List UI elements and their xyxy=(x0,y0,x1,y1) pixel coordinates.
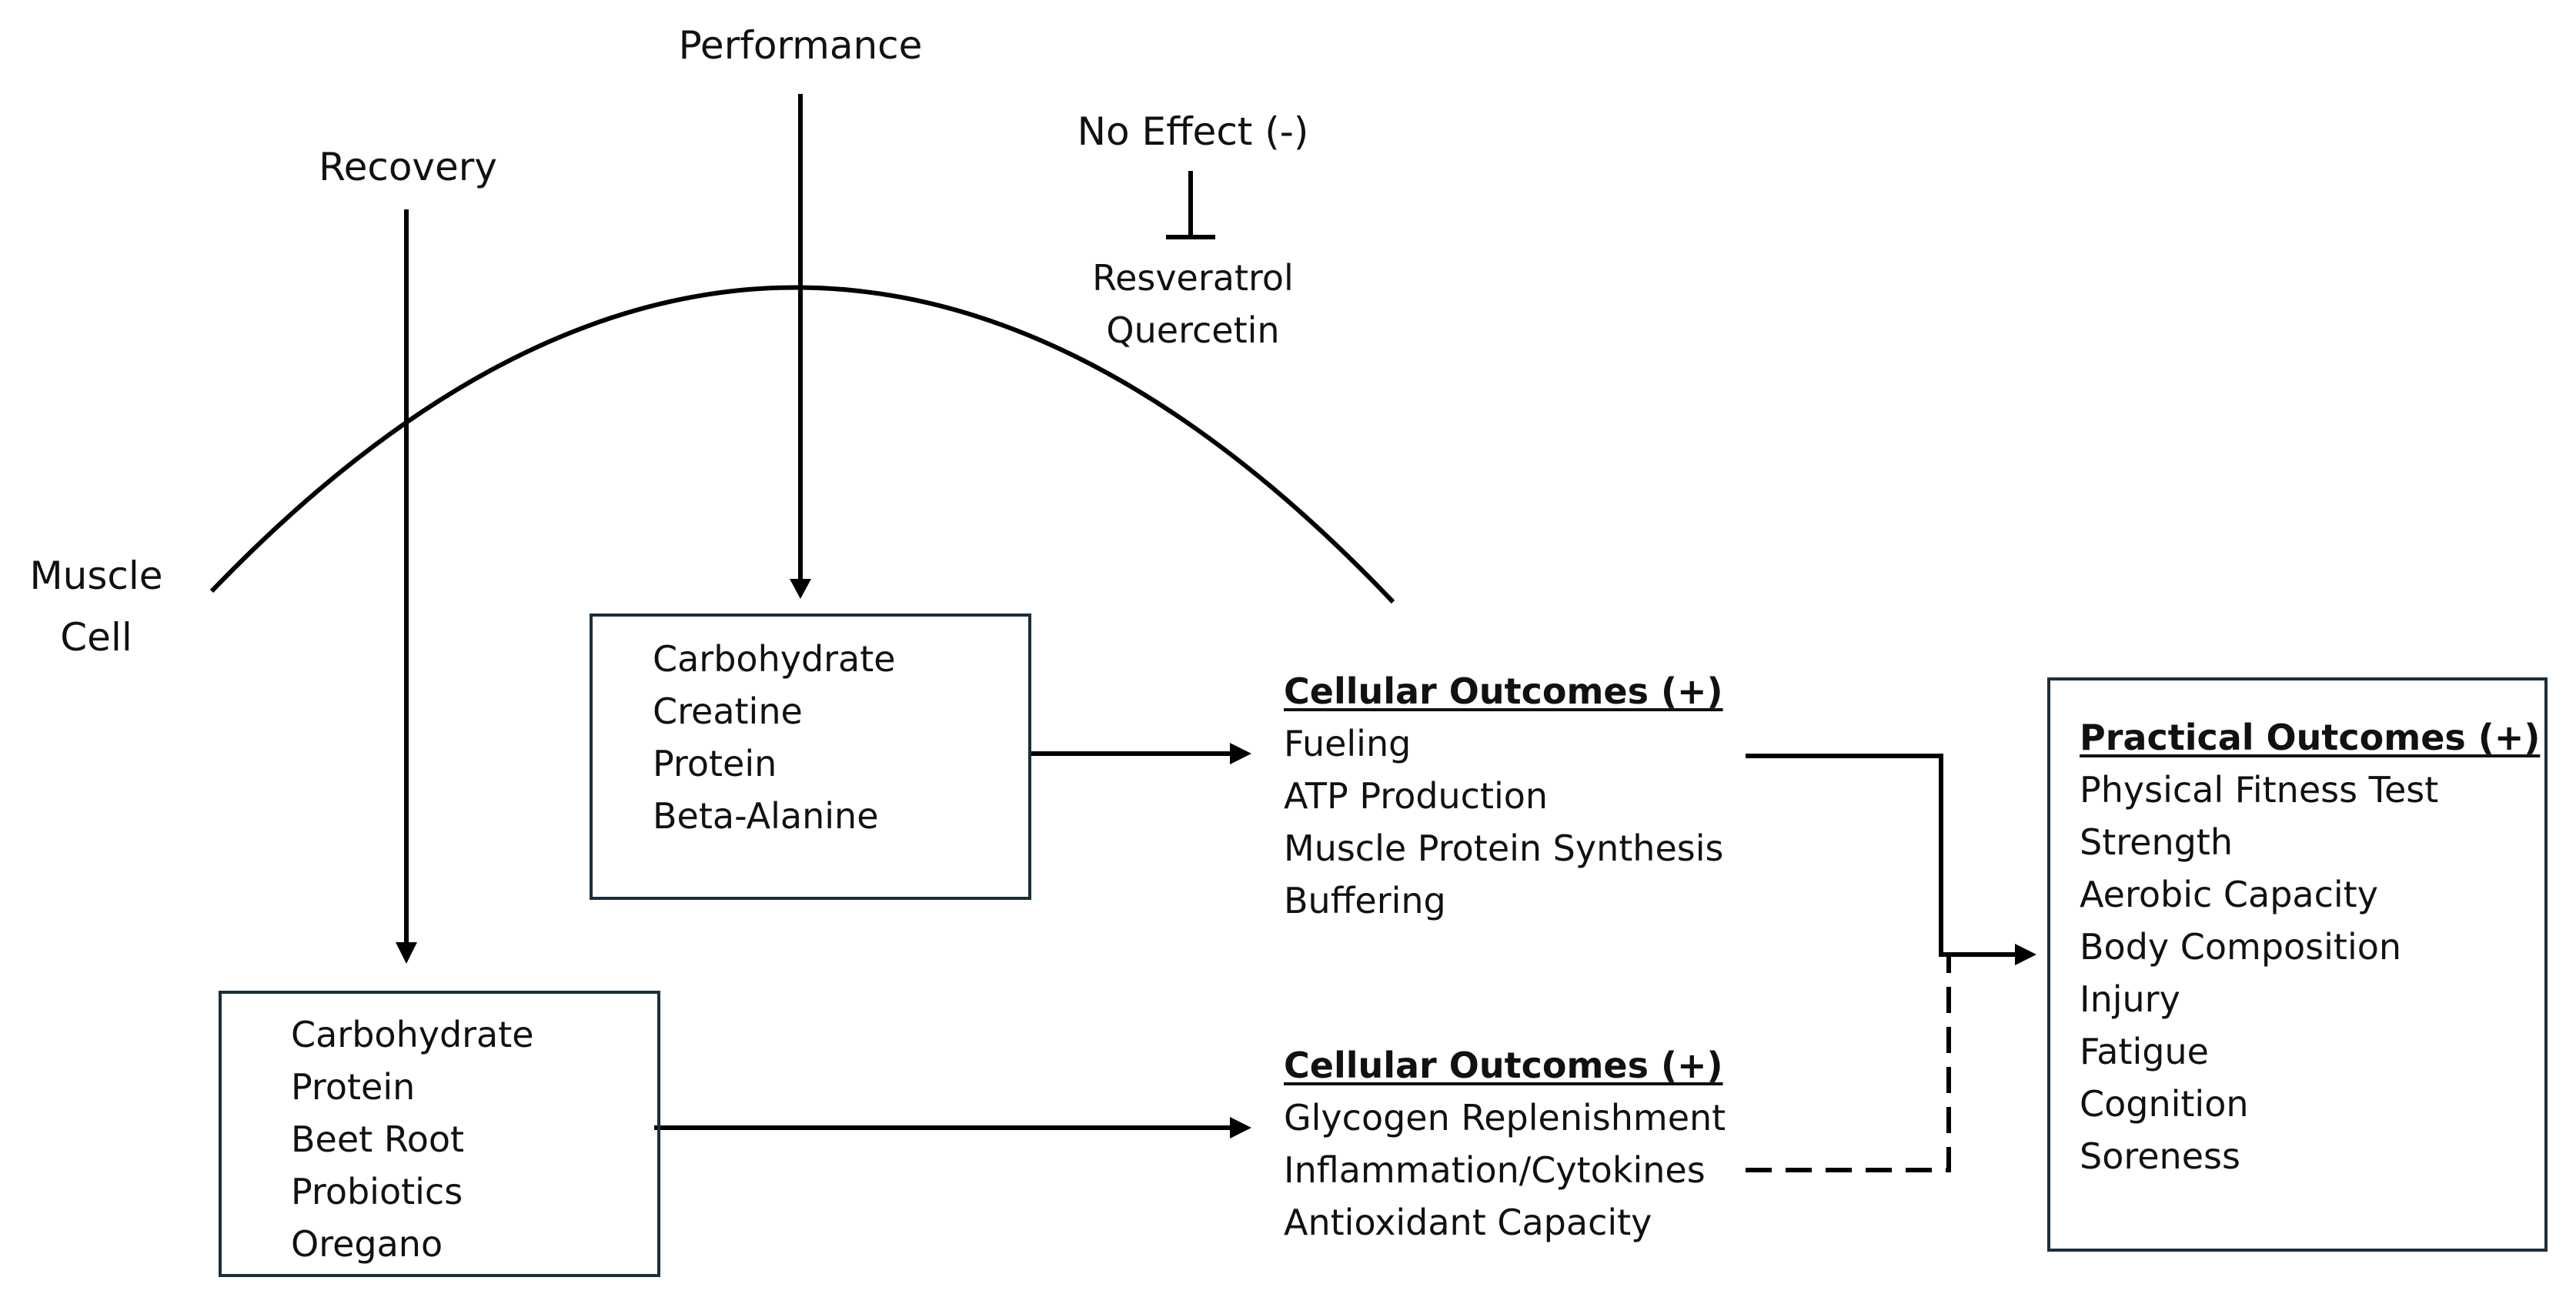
outcome-item: Inflammation/Cytokines xyxy=(1284,1149,1706,1191)
outcome-item: Physical Fitness Test xyxy=(2080,769,2439,811)
performance-arrow xyxy=(790,94,811,599)
practical-outcomes-box xyxy=(2047,677,2548,1252)
no-effect-label: No Effect (-) xyxy=(1077,109,1309,154)
recovery-supplements-box xyxy=(219,991,660,1277)
cellular-outcomes-recovery: Cellular Outcomes (+) Glycogen Replenish… xyxy=(1284,1039,1726,1249)
recovery-to-cellular-arrow xyxy=(654,1117,1251,1138)
outcome-item: Strength xyxy=(2080,821,2233,863)
performance-supplements-box xyxy=(590,614,1031,900)
outcome-item: Injury xyxy=(2080,978,2180,1020)
outcome-item: Body Composition xyxy=(2080,926,2402,968)
no-effect-item: Quercetin xyxy=(1106,309,1280,351)
no-effect-list: Resveratrol Quercetin xyxy=(1047,252,1339,357)
muscle-cell-label-line2: Cell xyxy=(60,615,132,660)
supplement-item: Beta-Alanine xyxy=(653,795,879,837)
outcome-item: Muscle Protein Synthesis xyxy=(1284,828,1724,869)
performance-label: Performance xyxy=(678,23,923,68)
supplement-item: Probiotics xyxy=(291,1171,463,1212)
outcome-item: Soreness xyxy=(2080,1135,2240,1177)
recovery-label: Recovery xyxy=(319,145,497,189)
no-effect-inhibitor xyxy=(1166,171,1215,239)
cellular-outcomes-title: Cellular Outcomes (+) xyxy=(1284,670,1723,712)
outcome-item: Glycogen Replenishment xyxy=(1284,1097,1726,1138)
outcome-item: Aerobic Capacity xyxy=(2080,874,2378,915)
recovery-arrow xyxy=(396,209,417,964)
cellular-to-practical-solid-connector xyxy=(1746,754,2036,965)
practical-outcomes-list: Practical Outcomes (+) Physical Fitness … xyxy=(2080,711,2540,1182)
no-effect-item: Resveratrol xyxy=(1092,257,1294,299)
outcome-item: ATP Production xyxy=(1284,775,1549,817)
supplement-item: Creatine xyxy=(653,690,803,732)
performance-supplements-list: Carbohydrate Creatine Protein Beta-Alani… xyxy=(653,633,896,842)
supplement-item: Carbohydrate xyxy=(653,638,896,680)
outcome-item: Buffering xyxy=(1284,880,1446,921)
practical-outcomes-title: Practical Outcomes (+) xyxy=(2080,717,2541,758)
outcome-item: Cognition xyxy=(2080,1083,2249,1125)
outcome-item: Antioxidant Capacity xyxy=(1284,1202,1652,1243)
outcome-item: Fatigue xyxy=(2080,1031,2209,1072)
supplement-item: Protein xyxy=(291,1066,416,1108)
muscle-cell-label-line1: Muscle xyxy=(29,553,163,598)
cellular-outcomes-performance: Cellular Outcomes (+) Fueling ATP Produc… xyxy=(1284,665,1723,927)
cellular-outcomes-title: Cellular Outcomes (+) xyxy=(1284,1045,1723,1086)
performance-to-cellular-arrow xyxy=(1031,743,1251,764)
supplement-item: Oregano xyxy=(291,1223,443,1265)
supplement-item: Protein xyxy=(653,743,777,784)
recovery-supplements-list: Carbohydrate Protein Beet Root Probiotic… xyxy=(291,1008,534,1270)
cellular-to-practical-dashed-connector xyxy=(1746,955,1951,1172)
supplement-item: Beet Root xyxy=(291,1118,465,1160)
muscle-cell-label: Muscle Cell xyxy=(8,545,185,668)
outcome-item: Fueling xyxy=(1284,723,1412,764)
supplement-item: Carbohydrate xyxy=(291,1014,534,1055)
